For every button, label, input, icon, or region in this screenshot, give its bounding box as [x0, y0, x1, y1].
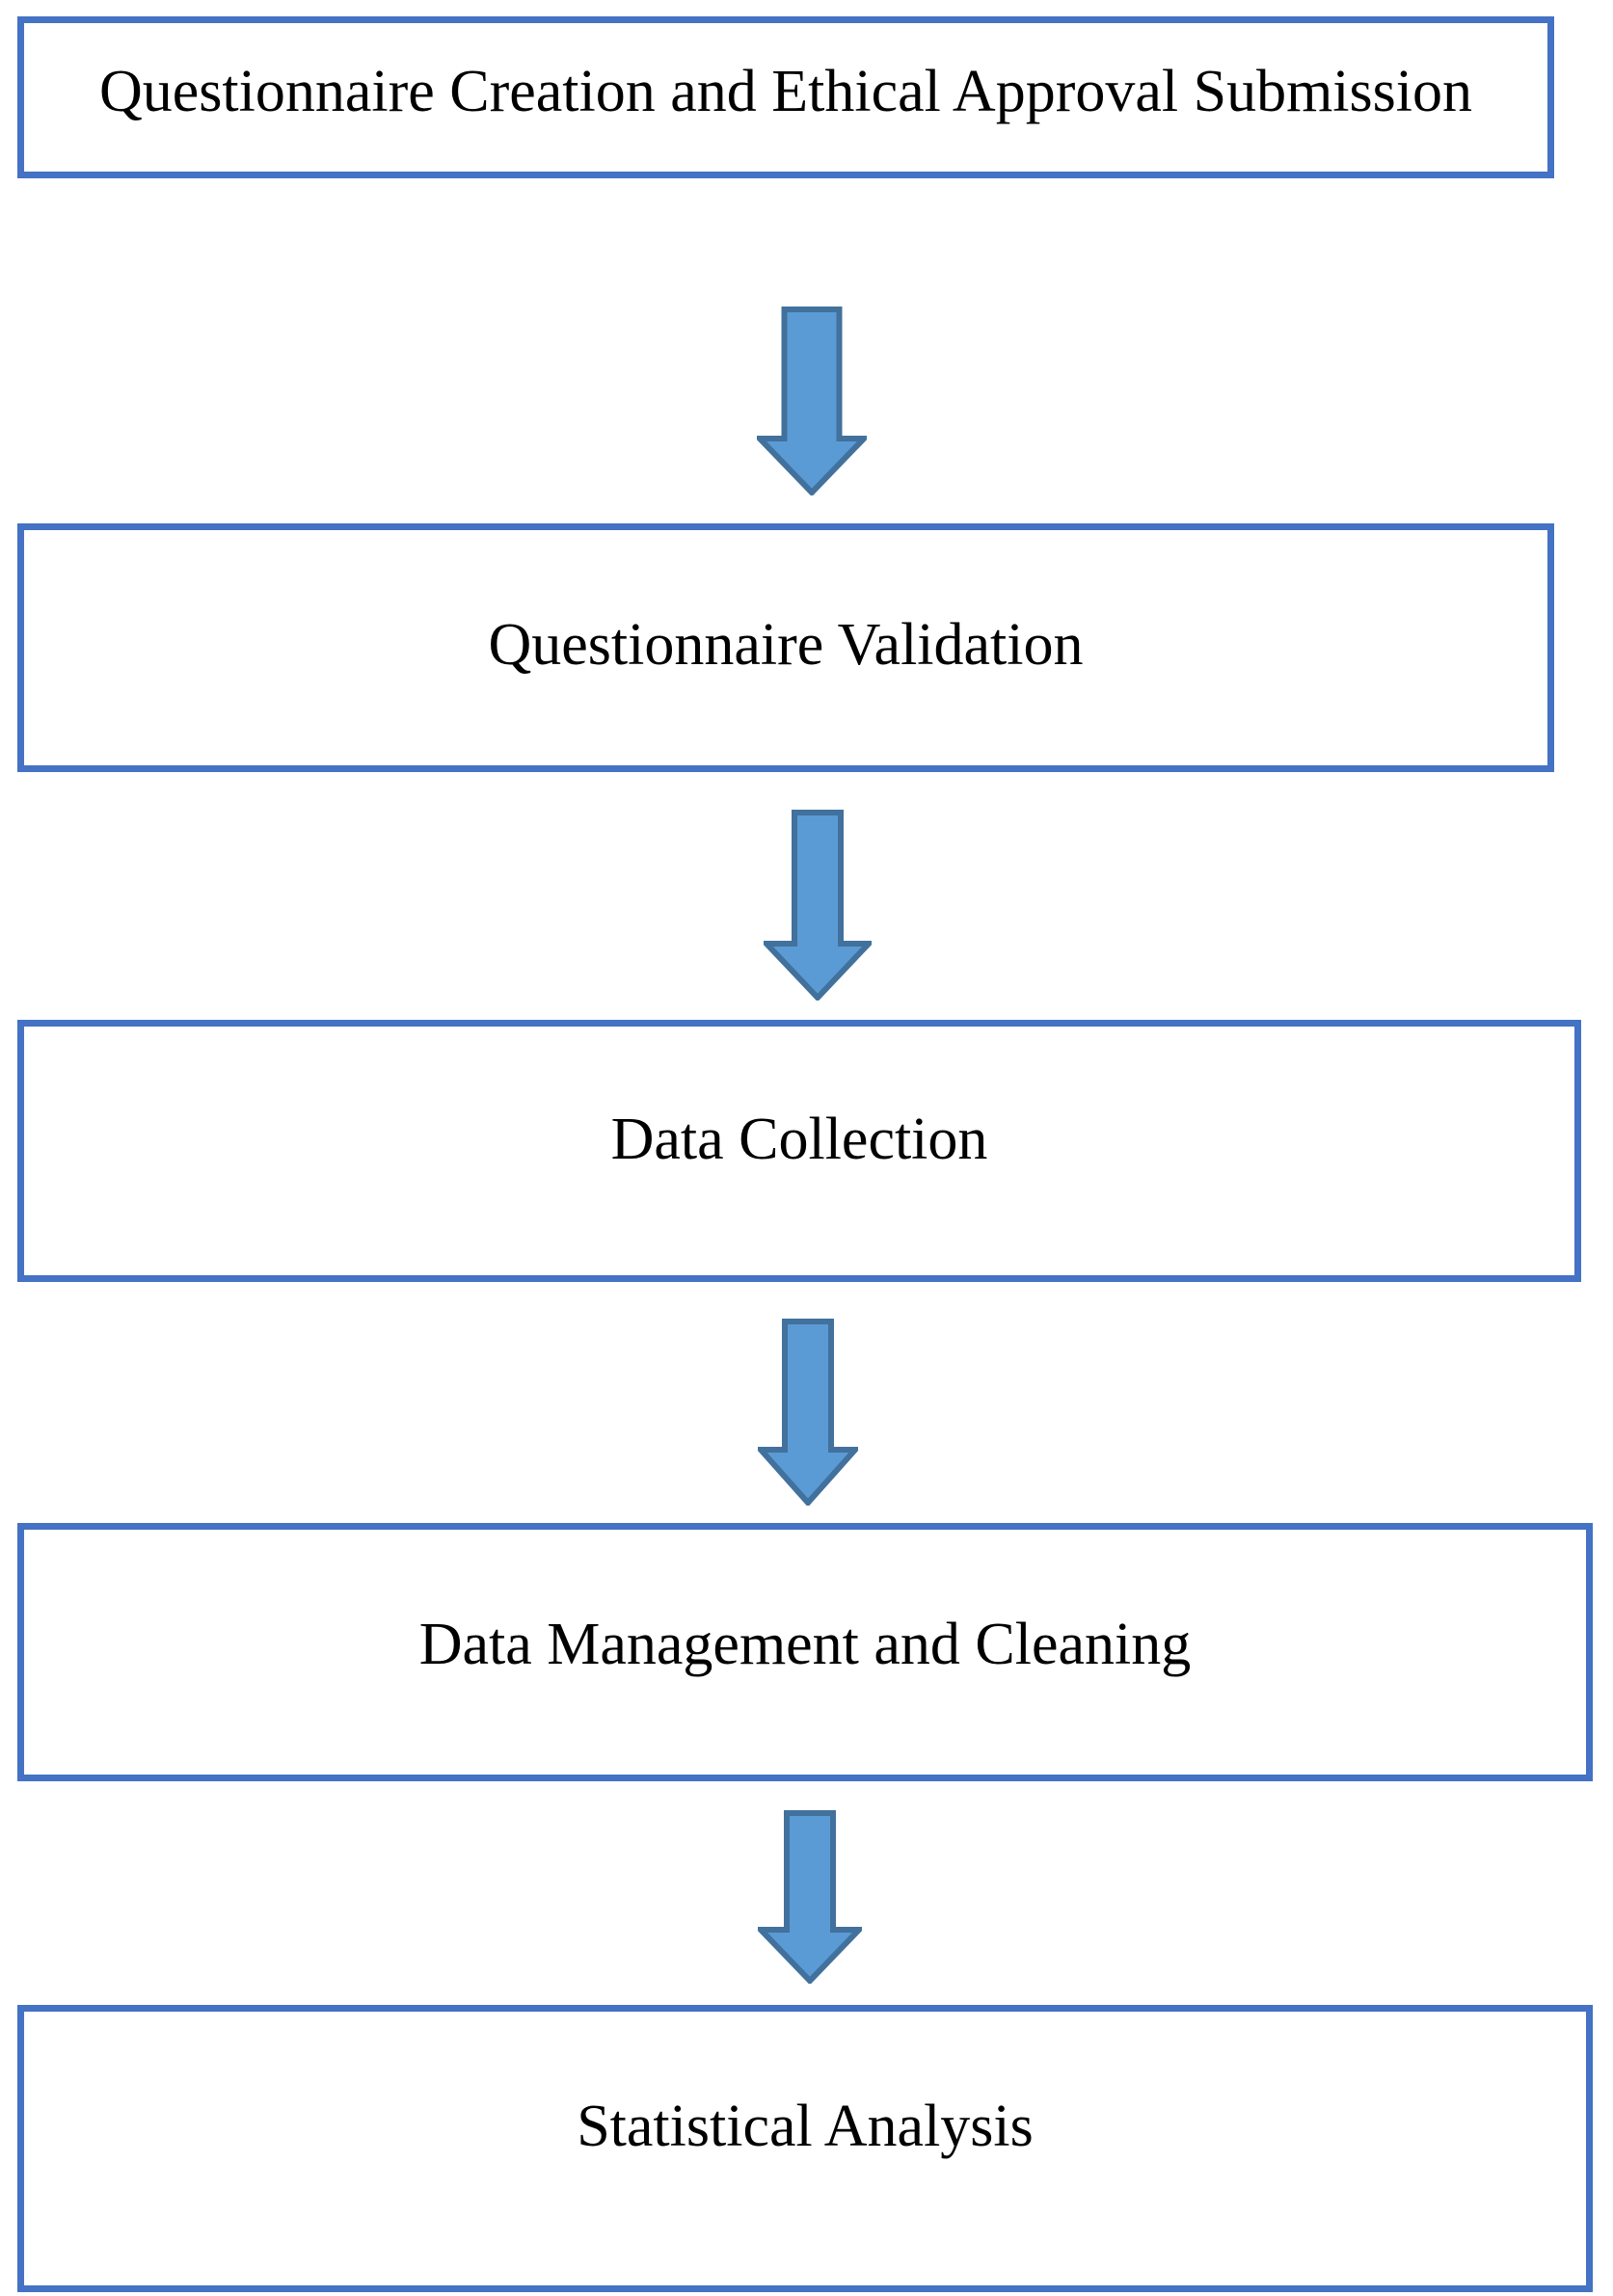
flow-step-4[interactable]: Data Management and Cleaning: [17, 1523, 1593, 1781]
arrow-down-icon-2: [764, 810, 872, 1001]
flow-step-5[interactable]: Statistical Analysis: [17, 2005, 1593, 2292]
flow-step-2[interactable]: Questionnaire Validation: [17, 523, 1554, 772]
flow-step-5-label: Statistical Analysis: [577, 2094, 1034, 2159]
flow-step-2-label: Questionnaire Validation: [488, 612, 1084, 678]
flow-step-1[interactable]: Questionnaire Creation and Ethical Appro…: [17, 16, 1554, 178]
flow-step-3[interactable]: Data Collection: [17, 1020, 1581, 1282]
arrow-down-icon-4: [758, 1810, 862, 1984]
arrow-down-icon-3: [758, 1319, 858, 1506]
flow-step-1-label: Questionnaire Creation and Ethical Appro…: [98, 59, 1473, 124]
flow-step-3-label: Data Collection: [610, 1107, 988, 1172]
flow-step-4-label: Data Management and Cleaning: [418, 1612, 1192, 1677]
arrow-down-icon-1: [757, 307, 867, 495]
